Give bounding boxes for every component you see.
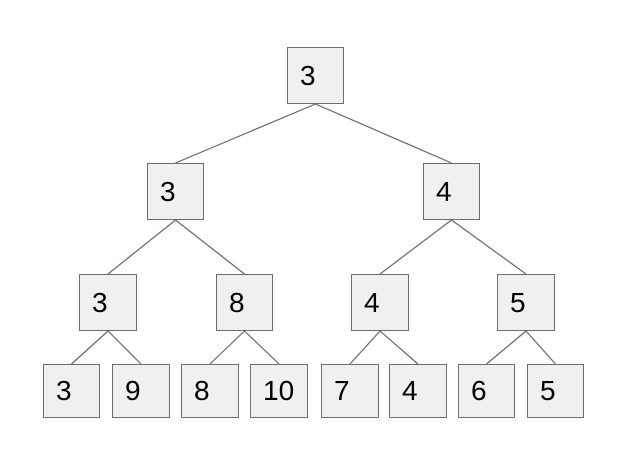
- tree-edge: [175, 103, 316, 164]
- tree-node-label: 4: [364, 286, 380, 318]
- tree-node-n5: 4: [351, 274, 409, 331]
- tree-node-n9: 8: [181, 364, 239, 418]
- tree-node-label: 4: [402, 375, 418, 406]
- tree-node-label: 7: [334, 375, 350, 406]
- tree-node-label: 5: [510, 286, 526, 318]
- tree-edge: [379, 219, 452, 275]
- tree-node-label: 3: [160, 175, 176, 207]
- tree-edge: [525, 330, 556, 365]
- tree-node-n6: 5: [497, 274, 555, 331]
- tree-node-label: 8: [229, 286, 245, 318]
- tree-node-label: 6: [471, 375, 487, 406]
- tree-node-n12: 4: [389, 364, 447, 418]
- tree-node-n2: 4: [423, 163, 480, 220]
- tree-node-label: 8: [194, 375, 210, 406]
- tree-node-label: 9: [125, 375, 141, 406]
- tree-edge: [349, 330, 381, 365]
- tree-node-label: 3: [56, 375, 72, 406]
- tree-node-n11: 7: [321, 364, 379, 418]
- tree-edge: [209, 330, 245, 365]
- tree-node-n8: 9: [112, 364, 170, 418]
- tree-node-n14: 5: [527, 364, 584, 418]
- tree-edge: [486, 330, 527, 365]
- tree-node-n10: 10: [250, 364, 308, 418]
- tree-node-label: 3: [300, 59, 316, 91]
- tree-node-n3: 3: [79, 274, 137, 331]
- tree-node-label: 3: [92, 286, 108, 318]
- tree-edge: [175, 219, 245, 275]
- tree-node-n0: 3: [287, 47, 344, 104]
- tree-node-label: 5: [540, 375, 556, 406]
- tree-edge: [107, 219, 176, 275]
- tree-node-n1: 3: [147, 163, 204, 220]
- tree-edge: [107, 330, 142, 365]
- tree-edge: [379, 330, 419, 365]
- tree-node-n13: 6: [458, 364, 515, 418]
- tree-node-n4: 8: [216, 274, 273, 331]
- tree-node-label: 10: [263, 375, 295, 406]
- tree-edge: [244, 330, 280, 365]
- tree-node-label: 4: [436, 175, 452, 207]
- tree-edge: [315, 103, 452, 164]
- tree-edge: [451, 219, 527, 275]
- tree-node-n7: 3: [43, 364, 100, 418]
- tree-edge: [71, 330, 109, 365]
